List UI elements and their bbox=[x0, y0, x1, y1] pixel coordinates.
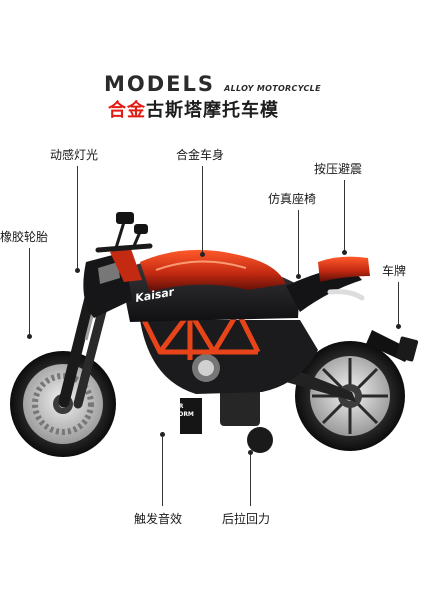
leader-press-vibrate bbox=[344, 180, 345, 252]
leader-dot bbox=[342, 250, 347, 255]
pullback-wheel bbox=[247, 427, 273, 453]
title-red-part: 合金 bbox=[108, 100, 146, 121]
leader-dot bbox=[200, 252, 205, 257]
mirror-left bbox=[116, 212, 134, 224]
license-plate-shape bbox=[395, 336, 419, 362]
label-trigger-sound: 触发音效 bbox=[134, 512, 183, 526]
leader-rubber-tire bbox=[29, 248, 30, 336]
leader-trigger-sound bbox=[162, 436, 163, 506]
leader-dot bbox=[248, 450, 253, 455]
chinese-title: 合金古斯塔摩托车模 bbox=[108, 96, 279, 122]
label-license-plate: 车牌 bbox=[382, 264, 407, 278]
svg-text:PERFORM: PERFORM bbox=[161, 411, 194, 418]
label-dynamic-light: 动感灯光 bbox=[50, 148, 99, 162]
label-rubber-tire: 橡胶轮胎 bbox=[0, 230, 49, 244]
label-alloy-body: 合金车身 bbox=[176, 148, 225, 162]
gearbox bbox=[220, 388, 260, 426]
leader-dot bbox=[396, 324, 401, 329]
leader-dot bbox=[296, 274, 301, 279]
leader-alloy-body bbox=[202, 166, 203, 254]
models-heading: MODELS bbox=[104, 72, 216, 96]
brake-disc bbox=[32, 373, 94, 435]
fuel-tank bbox=[140, 249, 286, 292]
front-red-accent bbox=[110, 246, 142, 282]
leader-simulated-seat bbox=[298, 210, 299, 276]
label-press-vibrate: 按压避震 bbox=[314, 162, 363, 176]
alloy-motorcycle-subheading: ALLOY MOTORCYCLE bbox=[224, 84, 321, 93]
sound-trigger bbox=[180, 398, 202, 434]
mirror-stem-left bbox=[114, 221, 126, 249]
lower-body bbox=[140, 320, 318, 394]
tail-cowl bbox=[318, 256, 370, 282]
leader-dot bbox=[75, 268, 80, 273]
handlebar bbox=[95, 243, 153, 253]
super-perform-badge: SUPER PERFORM bbox=[145, 403, 194, 418]
label-pullback: 后拉回力 bbox=[222, 512, 271, 526]
svg-text:SUPER: SUPER bbox=[161, 403, 184, 410]
leader-dot bbox=[27, 334, 32, 339]
label-simulated-seat: 仿真座椅 bbox=[268, 192, 317, 206]
headlight bbox=[98, 262, 120, 284]
mirror-right bbox=[134, 224, 148, 234]
leader-pullback bbox=[250, 454, 251, 506]
title-dark-part: 古斯塔摩托车模 bbox=[146, 100, 279, 121]
exhaust bbox=[327, 289, 365, 301]
header: MODELS ALLOY MOTORCYCLE bbox=[104, 72, 321, 96]
leader-dynamic-light bbox=[77, 166, 78, 270]
leader-license-plate bbox=[398, 282, 399, 326]
leader-dot bbox=[160, 432, 165, 437]
